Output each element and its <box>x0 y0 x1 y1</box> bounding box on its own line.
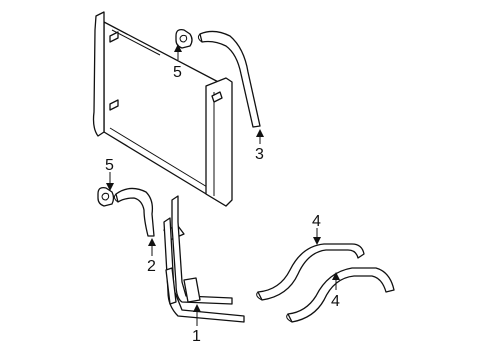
pipe-b <box>163 217 245 323</box>
radiator-top-edge <box>111 29 161 56</box>
callout-2: 2 <box>147 258 156 275</box>
arrow-4b <box>332 272 340 280</box>
arrow-4a <box>313 237 321 245</box>
lower-hose-body <box>115 187 155 237</box>
upper-clamp-inner <box>179 34 188 43</box>
callout-5-upper: 5 <box>173 64 182 81</box>
radiator <box>92 11 233 207</box>
oil-cooler-pipes <box>163 195 245 323</box>
radiator-right-tank <box>205 77 233 207</box>
callout-4-upper: 4 <box>312 213 321 230</box>
cooler-hose-lower-end <box>286 313 293 323</box>
radiator-left-tank <box>92 11 105 137</box>
arrow-3 <box>256 129 264 137</box>
arrow-1 <box>193 304 201 312</box>
radiator-bottom-edge <box>109 127 223 197</box>
lower-clamp-body <box>97 186 115 207</box>
cooler-hose-lower <box>286 267 395 323</box>
pipe-a <box>171 195 233 305</box>
arrow-2 <box>148 238 156 246</box>
radiator-fitting <box>211 91 223 103</box>
cooler-hose-upper <box>256 243 365 301</box>
callout-labels: 1 2 3 4 4 5 5 <box>105 64 340 345</box>
pipe-c <box>165 267 177 305</box>
upper-hose-body <box>199 30 261 128</box>
upper-hose-end <box>197 33 203 43</box>
leaders <box>106 44 340 326</box>
upper-clamp-body <box>175 28 193 49</box>
radiator-mount-tab-upper <box>109 31 119 43</box>
callout-1: 1 <box>192 328 201 345</box>
upper-hose <box>197 30 261 128</box>
cooler-hose-upper-end <box>256 291 263 301</box>
lower-hose <box>113 187 155 237</box>
callout-5-lower: 5 <box>105 157 114 174</box>
cooler-hose-upper-body <box>257 243 365 301</box>
lower-hose-end <box>113 193 119 203</box>
callout-4-lower: 4 <box>331 293 340 310</box>
upper-clamp <box>175 28 193 49</box>
arrow-5a <box>174 44 182 52</box>
radiator-mount-tab-lower <box>109 99 119 111</box>
cooler-hose-lower-body <box>287 267 395 323</box>
callout-3: 3 <box>255 146 264 163</box>
pipe-clamp <box>183 277 201 303</box>
lower-clamp <box>97 186 115 207</box>
lower-clamp-inner <box>101 192 110 201</box>
arrow-5b <box>106 183 114 191</box>
